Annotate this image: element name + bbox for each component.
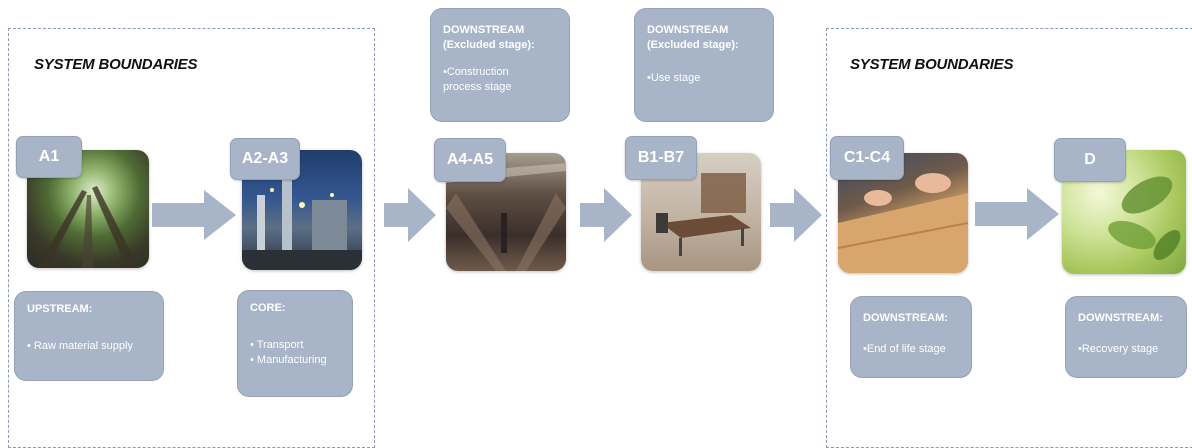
info-box-a1-line: • Raw material supply xyxy=(27,339,133,352)
stage-badge-a2-a3: A2-A3 xyxy=(230,138,300,180)
info-box-c1-c4-line: •End of life stage xyxy=(863,342,946,355)
info-box-a4-a5-subtitle: (Excluded stage): xyxy=(443,38,535,51)
info-box-a2-a3: CORE: • Transport • Manufacturing xyxy=(237,290,353,397)
info-box-a4-a5: DOWNSTREAM (Excluded stage): •Constructi… xyxy=(430,8,570,122)
info-box-d-line: •Recovery stage xyxy=(1078,342,1159,355)
info-box-d: DOWNSTREAM: •Recovery stage xyxy=(1065,296,1187,378)
stage-badge-a4-a5: A4-A5 xyxy=(434,138,506,182)
construction-structure-graphic xyxy=(446,163,566,271)
info-box-a2-a3-line: • Manufacturing xyxy=(250,353,327,366)
info-box-a4-a5-line: process stage xyxy=(443,80,512,93)
info-box-b1-b7: DOWNSTREAM (Excluded stage): •Use stage xyxy=(634,8,774,122)
info-box-a4-a5-line: •Construction xyxy=(443,65,509,78)
arrow-right-icon xyxy=(975,188,1059,240)
info-box-d-title: DOWNSTREAM: xyxy=(1078,312,1163,324)
info-box-b1-b7-subtitle: (Excluded stage): xyxy=(647,38,739,51)
info-box-c1-c4-title: DOWNSTREAM: xyxy=(863,312,948,324)
floor-boards-graphic xyxy=(838,173,968,273)
system-boundary-left-title: SYSTEM BOUNDARIES xyxy=(34,56,198,73)
info-box-b1-b7-line: •Use stage xyxy=(647,71,701,84)
info-box-a4-a5-title: DOWNSTREAM xyxy=(443,24,525,36)
system-boundary-right-title: SYSTEM BOUNDARIES xyxy=(850,56,1014,73)
info-box-a1-title: UPSTREAM: xyxy=(27,303,93,315)
arrow-right-icon xyxy=(152,190,236,240)
stage-badge-b1-b7: B1-B7 xyxy=(625,136,697,180)
info-box-a2-a3-line: • Transport xyxy=(250,338,304,351)
info-box-c1-c4: DOWNSTREAM: •End of life stage xyxy=(850,296,972,378)
stage-badge-c1-c4: C1-C4 xyxy=(830,136,904,180)
office-furniture-graphic xyxy=(656,173,751,256)
arrow-right-icon xyxy=(770,188,822,242)
arrow-right-icon xyxy=(384,188,436,242)
arrow-right-icon xyxy=(580,188,632,242)
info-box-a1: UPSTREAM: • Raw material supply xyxy=(14,291,164,381)
info-box-a2-a3-title: CORE: xyxy=(250,302,286,314)
stage-badge-d: D xyxy=(1054,138,1126,182)
info-box-b1-b7-title: DOWNSTREAM xyxy=(647,24,729,36)
tree-trunks-graphic xyxy=(37,186,139,268)
stage-image-a4-a5 xyxy=(446,153,566,271)
factory-structure-graphic xyxy=(242,180,362,270)
leaves-graphic xyxy=(1108,176,1181,260)
stage-badge-a1: A1 xyxy=(16,136,82,178)
